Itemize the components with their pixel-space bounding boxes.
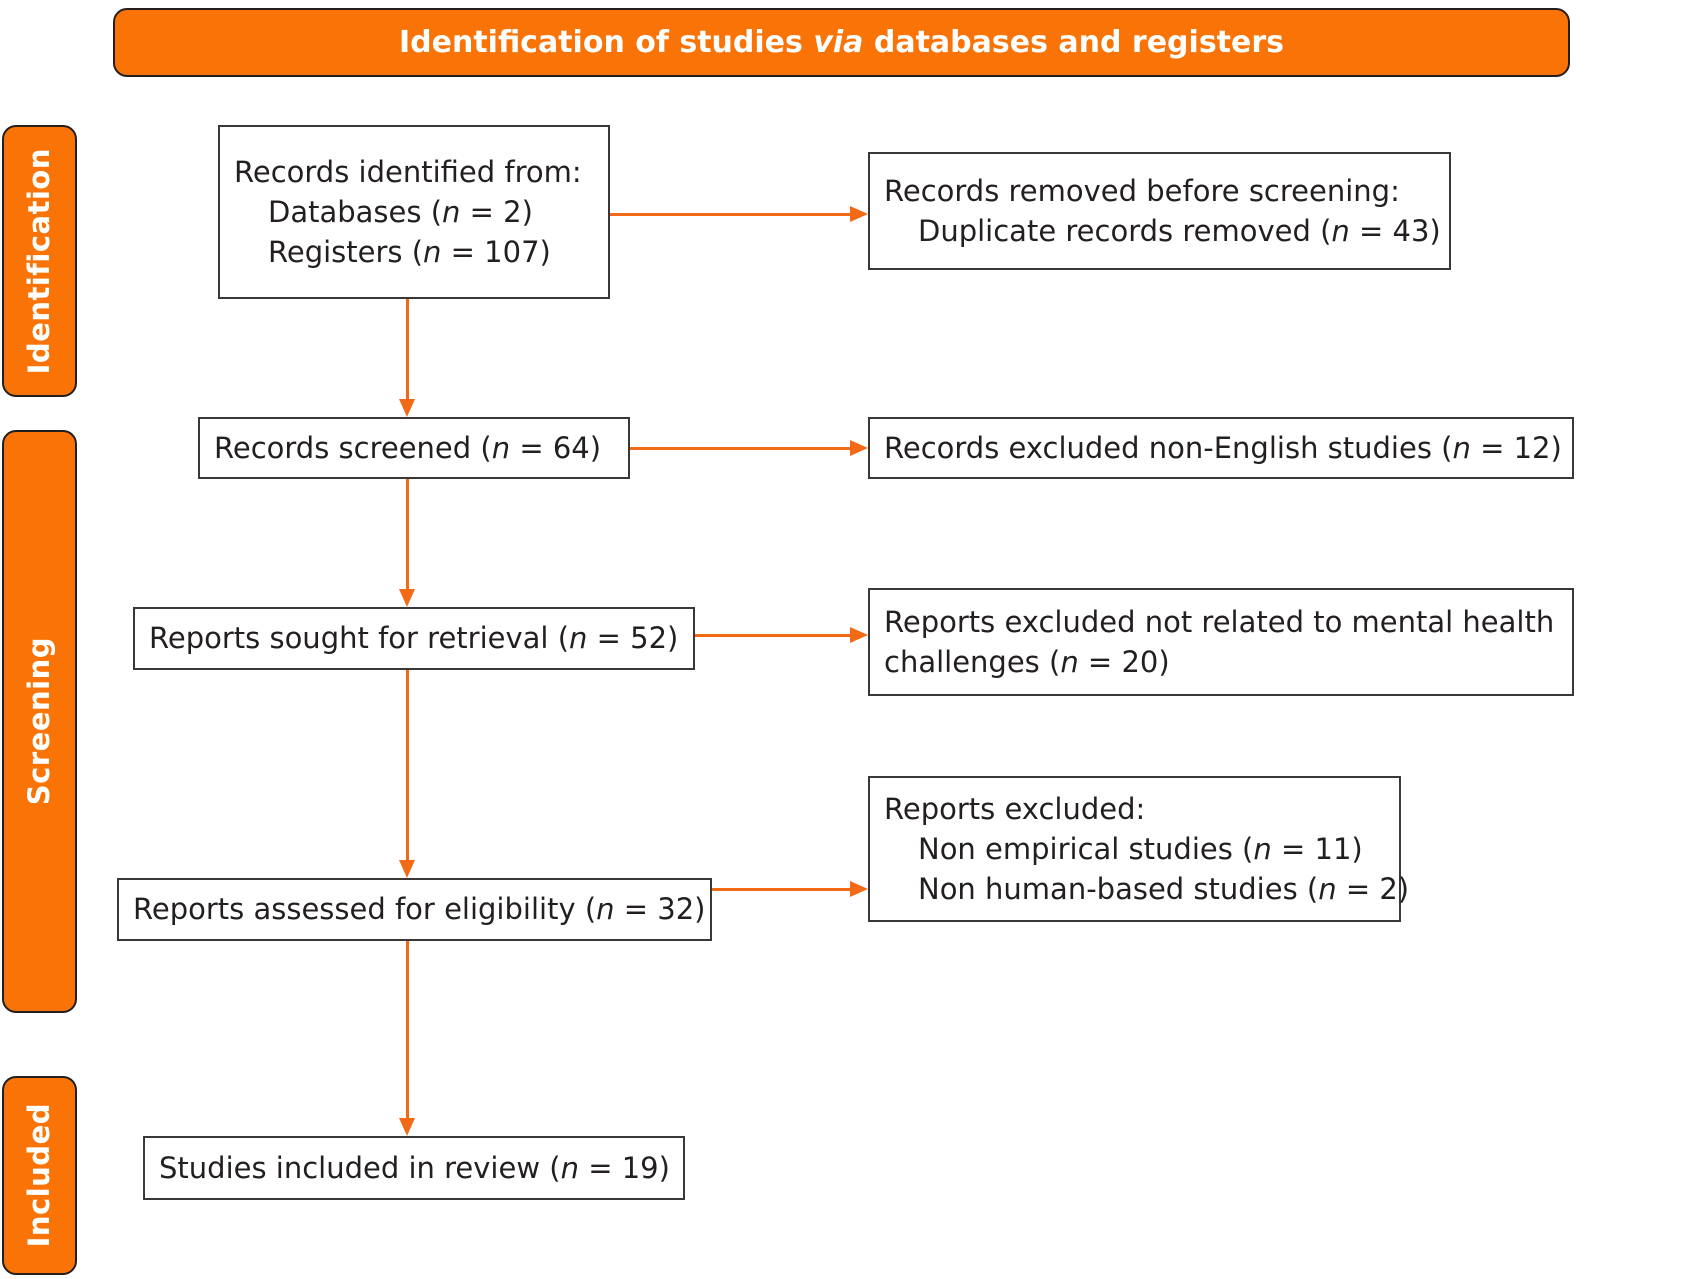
box-reports-excluded-list: Reports excluded: Non empirical studies … — [868, 776, 1409, 922]
reports-sought-n-italic: n — [569, 621, 588, 656]
records-screened-label: Records screened ( — [214, 430, 492, 465]
records-excluded-line-1: Records excluded non-English studies (n … — [884, 428, 1562, 468]
reports-sought-line-1: Reports sought for retrieval (n = 52) — [149, 618, 679, 658]
box-records-removed: Records removed before screening: Duplic… — [868, 152, 1451, 270]
records-excluded-n-italic: n — [1452, 430, 1471, 465]
non-empirical-count: = 11) — [1271, 831, 1363, 866]
reports-sought-label: Reports sought for retrieval ( — [149, 621, 570, 656]
reports-excluded-mental-n-italic: n — [1060, 645, 1079, 679]
reports-excluded-list-line-1: Reports excluded: — [884, 791, 1146, 826]
header-banner: Identification of studies via databases … — [113, 8, 1570, 77]
reports-assessed-line-1: Reports assessed for eligibility (n = 32… — [133, 889, 705, 929]
header-title-part1: Identification of studies — [398, 25, 814, 60]
records-screened-line-1: Records screened (n = 64) — [214, 428, 614, 468]
non-human-count: = 2) — [1336, 872, 1410, 906]
reports-excluded-list-line-3: Non human-based studies (n = 2) — [884, 869, 1409, 909]
records-removed-line-2: Duplicate records removed (n = 43) — [884, 211, 1441, 251]
arrow-screened-to-sought — [399, 479, 415, 607]
arrow-identified-to-removed — [610, 206, 868, 222]
studies-included-n-italic: n — [560, 1150, 579, 1185]
reports-excluded-list-line-2: Non empirical studies (n = 11) — [884, 829, 1385, 869]
databases-count: = 2) — [460, 194, 533, 229]
box-studies-included: Studies included in review (n = 19) — [143, 1136, 685, 1200]
reports-excluded-mental-count: = 20) — [1078, 645, 1170, 679]
reports-assessed-count: = 32) — [614, 892, 706, 927]
arrow-sought-to-excluded-mental — [695, 627, 868, 643]
phase-label-identification: Identification — [22, 147, 56, 375]
reports-assessed-label: Reports assessed for eligibility ( — [133, 892, 597, 927]
arrow-assessed-to-excluded-list — [712, 881, 868, 897]
non-empirical-n-italic: n — [1253, 831, 1272, 866]
records-screened-count: = 64) — [510, 430, 602, 465]
arrow-assessed-to-included — [399, 941, 415, 1136]
databases-label: Databases ( — [268, 194, 443, 229]
registers-count: = 107) — [441, 235, 551, 269]
reports-excluded-mental-line-1: Reports excluded not related to mental h… — [884, 602, 1558, 682]
box-reports-excluded-mental-health: Reports excluded not related to mental h… — [868, 588, 1574, 696]
arrow-sought-to-assessed — [399, 670, 415, 878]
reports-excluded-mental-label: Reports excluded not related to mental h… — [884, 604, 1555, 679]
duplicate-removed-label: Duplicate records removed ( — [918, 214, 1332, 248]
non-human-label: Non human-based studies ( — [918, 872, 1319, 906]
studies-included-line-1: Studies included in review (n = 19) — [159, 1148, 670, 1188]
records-identified-line-1: Records identified from: — [234, 154, 582, 189]
phase-label-included: Included — [22, 1103, 56, 1248]
studies-included-label: Studies included in review ( — [159, 1150, 561, 1185]
phase-bar-screening: Screening — [2, 430, 77, 1013]
phase-label-screening: Screening — [22, 637, 56, 806]
non-human-n-italic: n — [1318, 872, 1337, 906]
phase-bar-included: Included — [2, 1076, 77, 1275]
databases-n-italic: n — [442, 194, 461, 229]
non-empirical-label: Non empirical studies ( — [918, 831, 1254, 866]
records-identified-line-2: Databases (n = 2) — [234, 192, 594, 232]
records-excluded-count: = 12) — [1470, 430, 1562, 465]
registers-n-italic: n — [423, 235, 442, 269]
reports-assessed-n-italic: n — [596, 892, 615, 927]
records-removed-line-1: Records removed before screening: — [884, 173, 1400, 208]
registers-label: Registers ( — [268, 235, 424, 269]
header-title: Identification of studies via databases … — [399, 26, 1284, 59]
duplicate-n-italic: n — [1331, 214, 1350, 248]
records-screened-n-italic: n — [491, 430, 511, 465]
arrow-identified-to-screened — [399, 299, 415, 417]
box-records-excluded: Records excluded non-English studies (n … — [868, 417, 1574, 479]
phase-bar-identification: Identification — [2, 125, 77, 397]
box-reports-assessed: Reports assessed for eligibility (n = 32… — [117, 878, 712, 941]
reports-sought-count: = 52) — [587, 621, 679, 656]
duplicate-count: = 43) — [1349, 214, 1441, 248]
header-title-part2: databases and registers — [863, 25, 1285, 60]
header-title-italic: via — [813, 25, 864, 60]
arrow-screened-to-excluded — [630, 440, 868, 456]
box-records-identified: Records identified from: Databases (n = … — [218, 125, 610, 299]
records-excluded-label: Records excluded non-English studies ( — [884, 430, 1453, 465]
box-records-screened: Records screened (n = 64) — [198, 417, 630, 479]
box-reports-sought: Reports sought for retrieval (n = 52) — [133, 607, 695, 670]
records-identified-line-3: Registers (n = 107) — [234, 232, 594, 272]
studies-included-count: = 19) — [578, 1150, 670, 1185]
